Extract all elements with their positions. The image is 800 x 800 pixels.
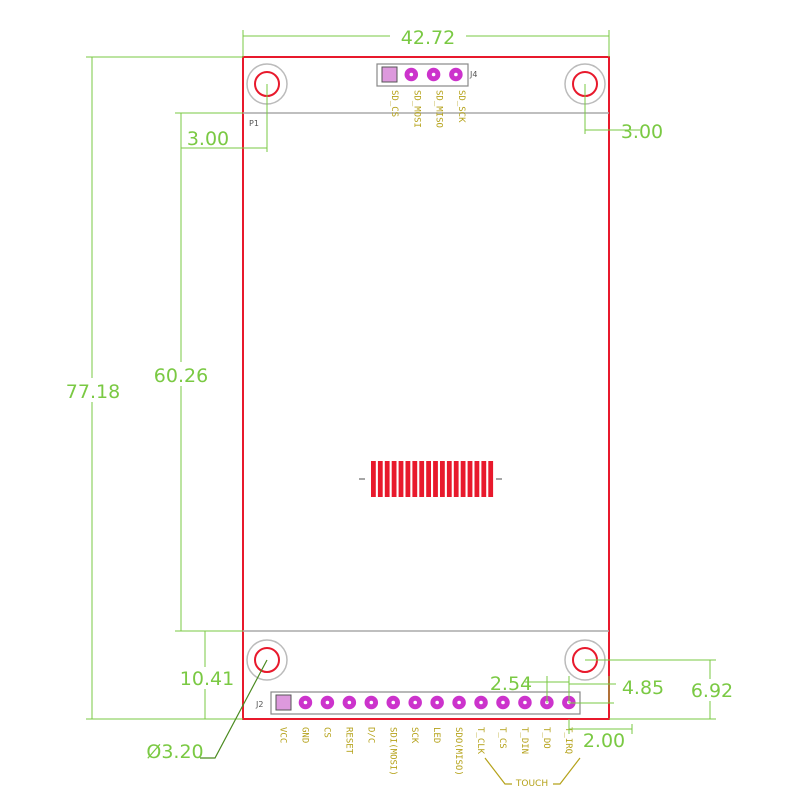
- j4-pin-1-square-pad: [381, 66, 398, 83]
- touch-label: TOUCH: [515, 779, 548, 789]
- fpc-contact: [446, 461, 452, 497]
- p1-reference: P1: [249, 119, 259, 128]
- fpc-contact: [426, 461, 431, 497]
- j2-pin-label: GND: [299, 727, 309, 743]
- j2-pin-drill: [391, 700, 396, 705]
- fpc-contact: [467, 461, 473, 497]
- j4-pin-label: SD_CS: [389, 90, 399, 117]
- j2-pin-label: T_CS: [497, 727, 507, 749]
- fpc-contact: [460, 461, 466, 497]
- j4-pin-label: SD_MISO: [434, 90, 444, 128]
- j2-pin-label: RESET: [343, 727, 353, 755]
- dimension-pin-pitch: [525, 676, 570, 703]
- fpc-contact: [481, 461, 487, 497]
- j2-pin-drill: [303, 700, 308, 705]
- j4-pin-label: SD_MOSI: [411, 90, 421, 128]
- fpc-contact: [412, 461, 418, 497]
- j4-pin-label: SD_SCK: [456, 90, 466, 123]
- dimension-hole-diameter-leader: [200, 659, 268, 759]
- j2-pin-drill: [369, 700, 374, 705]
- fpc-contact: [453, 461, 459, 497]
- dimension-pin-offset-bottom-label: 2.00: [583, 730, 625, 752]
- fpc-contact: [419, 461, 425, 497]
- fpc-contact: [488, 461, 494, 497]
- dimension-height-label: 77.18: [66, 381, 120, 403]
- j4-pin-drill: [454, 72, 458, 77]
- j2-pin-drill: [435, 700, 439, 705]
- touch-bracket-right: [553, 757, 581, 785]
- j2-pin-drill: [457, 700, 461, 705]
- touch-bracket-left: [484, 757, 512, 785]
- dimension-hole-offset-right-label: 3.00: [621, 121, 663, 143]
- dimension-width-label: 42.72: [401, 27, 455, 49]
- j2-pin-drill: [347, 700, 352, 705]
- j2-pin-drill: [501, 700, 505, 705]
- j2-pin-drill: [325, 700, 330, 705]
- j2-pin-1-square-pad: [275, 694, 292, 711]
- j2-pin-label: SDO(MISO): [453, 727, 463, 776]
- j2-pin-label: SDI(MOSI): [387, 727, 397, 776]
- fpc-contact: [377, 461, 383, 497]
- j2-pin-label: T_DIN: [519, 727, 529, 754]
- j2-pin-drill: [479, 700, 483, 705]
- j4-connector-outline: [376, 63, 469, 87]
- j2-pin-label: CS: [321, 727, 331, 738]
- j2-pin-label: T_IRQ: [563, 727, 573, 754]
- fpc-contact: [398, 461, 404, 497]
- dimension-hole-diameter-label: Ø3.20: [146, 741, 203, 763]
- dimension-hole-offset-right: [584, 84, 640, 134]
- dimension-pin-offset-right-label: 4.85: [622, 677, 664, 699]
- j2-pin-drill: [413, 700, 418, 705]
- fpc-connector: [359, 461, 502, 497]
- j4-pin-drill: [409, 72, 414, 77]
- fpc-contact: [433, 461, 438, 497]
- j2-pin-label: LED: [431, 727, 441, 743]
- dimension-hole-offset-left-label: 3.00: [187, 128, 229, 150]
- j2-pin-label: VCC: [278, 727, 288, 743]
- dimension-bottom-offset-label: 10.41: [180, 668, 234, 690]
- board-outline: [242, 56, 610, 720]
- dimension-pin-offset-right: [569, 676, 616, 704]
- j4-reference: J4: [469, 70, 477, 79]
- fpc-contact: [371, 461, 376, 497]
- dimension-pin-pitch-label: 2.54: [490, 673, 532, 695]
- j2-pin-label: SCK: [409, 727, 419, 744]
- dimension-pin-row-height-label: 6.92: [691, 680, 733, 702]
- j2-pin-drill: [523, 700, 527, 705]
- fpc-contact: [384, 461, 390, 497]
- j2-reference: J2: [255, 700, 263, 709]
- fpc-contact: [391, 461, 397, 497]
- j2-pin-label: D/C: [365, 727, 375, 743]
- dimension-hole-offset-left: [181, 84, 268, 152]
- j4-pin-drill: [431, 72, 436, 77]
- j2-pin-label: T_CLK: [475, 727, 485, 755]
- dimension-pin-offset-bottom: [568, 719, 633, 734]
- fpc-contact: [440, 461, 445, 497]
- dimension-display-height-label: 60.26: [154, 365, 208, 387]
- fpc-contact: [474, 461, 480, 497]
- fpc-contact: [405, 461, 411, 497]
- j2-pin-label: T_DO: [541, 727, 551, 749]
